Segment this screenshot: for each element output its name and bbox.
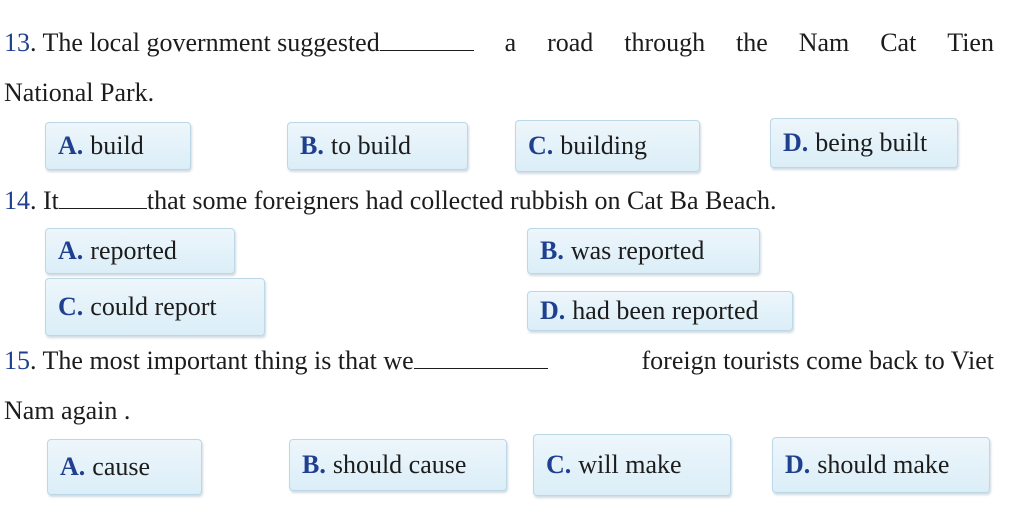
question-13-line-2: National Park. xyxy=(4,78,155,107)
option-letter: A. xyxy=(58,236,84,265)
word: Tien xyxy=(947,28,994,57)
option-letter: B. xyxy=(540,236,564,265)
question-text: that some foreigners had collected rubbi… xyxy=(146,186,777,215)
question-text: It xyxy=(43,186,59,215)
option-letter: D. xyxy=(783,128,809,157)
option-15-d[interactable]: D.should make xyxy=(772,437,990,493)
answer-blank xyxy=(413,346,548,369)
word: road xyxy=(547,28,594,57)
question-number: 13 xyxy=(4,28,30,57)
option-text: reported xyxy=(90,236,177,265)
option-text: was reported xyxy=(570,236,705,265)
option-text: could report xyxy=(90,292,217,321)
question-number: 15 xyxy=(4,346,30,375)
option-14-b[interactable]: B.was reported xyxy=(527,228,760,274)
option-letter: B. xyxy=(300,131,324,160)
option-13-b[interactable]: B.to build xyxy=(287,122,468,170)
option-text: should cause xyxy=(332,450,467,479)
option-14-c[interactable]: C.could report xyxy=(45,278,265,336)
question-text: The most important thing is that we xyxy=(42,346,414,375)
word: Nam xyxy=(798,28,850,57)
option-14-a[interactable]: A.reported xyxy=(45,228,235,274)
word: the xyxy=(736,28,768,57)
option-text: building xyxy=(560,131,647,160)
option-text: to build xyxy=(330,131,412,160)
option-15-a[interactable]: A.cause xyxy=(47,439,202,495)
question-15-stem-start: 15. The most important thing is that we xyxy=(4,346,548,376)
word: Cat xyxy=(880,28,917,57)
word: through xyxy=(624,28,706,57)
option-letter: D. xyxy=(785,450,811,479)
option-letter: C. xyxy=(58,292,84,321)
option-letter: D. xyxy=(540,296,566,325)
option-14-d[interactable]: D.had been reported xyxy=(527,291,793,331)
option-text: cause xyxy=(92,452,151,481)
option-letter: A. xyxy=(60,452,86,481)
question-text: The local government suggested xyxy=(42,28,380,57)
question-15-line-2: Nam again . xyxy=(4,396,131,425)
option-text: should make xyxy=(817,450,950,479)
question-number: 14 xyxy=(4,186,30,215)
answer-blank xyxy=(379,28,474,51)
option-letter: B. xyxy=(302,450,326,479)
option-text: being built xyxy=(815,128,928,157)
question-13-stem-start: 13. The local government suggested xyxy=(4,28,474,58)
option-text: build xyxy=(90,131,144,160)
answer-blank xyxy=(58,186,147,209)
option-15-c[interactable]: C.will make xyxy=(533,434,731,496)
option-13-d[interactable]: D.being built xyxy=(770,118,958,168)
option-15-b[interactable]: B.should cause xyxy=(289,439,507,491)
option-13-a[interactable]: A.build xyxy=(45,122,191,170)
option-letter: A. xyxy=(58,131,84,160)
option-13-c[interactable]: C.building xyxy=(515,120,700,172)
option-text: had been reported xyxy=(572,296,759,325)
option-letter: C. xyxy=(546,450,572,479)
question-15-line-1: 15. The most important thing is that we … xyxy=(4,346,994,376)
question-text: foreign tourists come back to Viet xyxy=(641,346,995,375)
option-letter: C. xyxy=(528,131,554,160)
word: a xyxy=(504,28,517,57)
option-text: will make xyxy=(578,450,682,479)
question-13-line-1: 13. The local government suggested a roa… xyxy=(4,28,994,58)
